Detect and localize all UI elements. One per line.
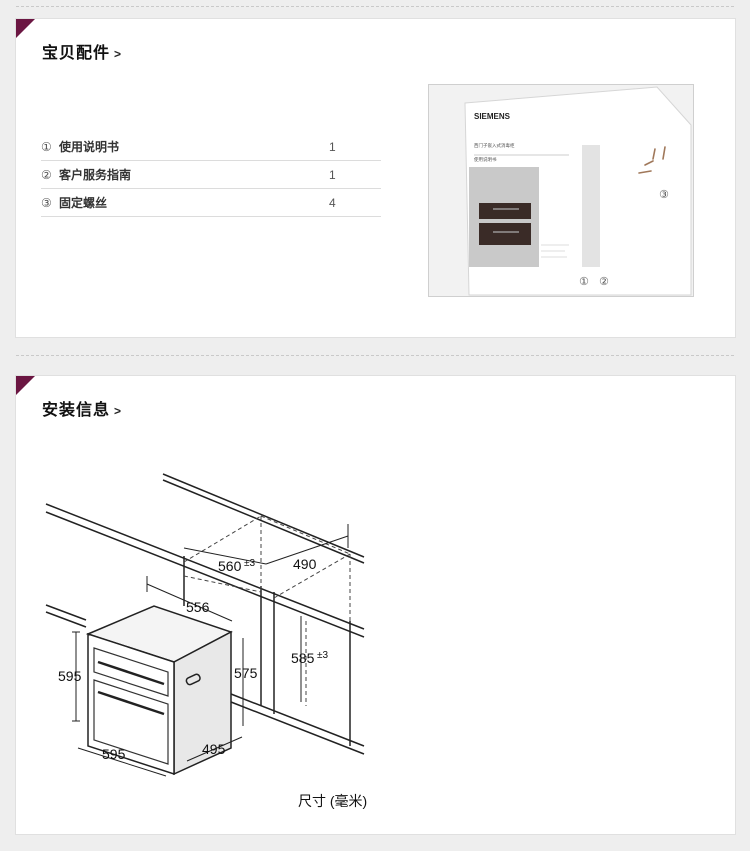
dimension-lines bbox=[72, 524, 349, 777]
diagram-caption: 尺寸 (毫米) bbox=[298, 793, 368, 809]
list-item: ③ 固定螺丝 4 bbox=[41, 189, 381, 217]
manual-line: 西门子嵌入式消毒柜 bbox=[474, 142, 515, 149]
installation-title: 安装信息 bbox=[42, 402, 111, 419]
dim-side-height: 575 bbox=[234, 665, 258, 681]
dim-width-front: 595 bbox=[102, 746, 126, 762]
accessories-photo: SIEMENS 西门子嵌入式消毒柜 使用说明书 ③ ① ② bbox=[428, 84, 694, 297]
item-name: 固定螺丝 bbox=[59, 196, 108, 210]
top-divider bbox=[16, 6, 734, 7]
corner-flag bbox=[16, 19, 35, 38]
dim-cutout-width-tol: ±3 bbox=[244, 558, 255, 569]
dim-cutout-height-tol: ±3 bbox=[317, 650, 328, 661]
installation-heading: 安装信息> bbox=[42, 396, 122, 420]
dim-height-front: 595 bbox=[58, 668, 82, 684]
chevron-right-icon: > bbox=[114, 47, 123, 61]
dim-depth: 495 bbox=[202, 741, 226, 757]
callout-2: ② bbox=[599, 275, 609, 288]
list-item: ① 使用说明书 1 bbox=[41, 133, 381, 161]
chevron-right-icon: > bbox=[114, 404, 123, 418]
dim-cutout-depth: 490 bbox=[293, 556, 317, 572]
item-quantity: 1 bbox=[329, 139, 336, 154]
middle-divider bbox=[16, 355, 734, 356]
corner-flag bbox=[16, 376, 35, 395]
item-number: ① bbox=[41, 139, 52, 154]
screw-icon bbox=[638, 146, 666, 174]
dim-top-width: 556 bbox=[186, 599, 210, 615]
callout-1: ① bbox=[579, 275, 589, 288]
accessories-panel: 宝贝配件> ① 使用说明书 1 ② 客户服务指南 1 ③ 固定螺丝 4 bbox=[15, 18, 736, 338]
oven-drawing bbox=[85, 605, 233, 776]
item-name: 使用说明书 bbox=[59, 140, 120, 154]
brand-label: SIEMENS bbox=[474, 112, 511, 121]
item-quantity: 1 bbox=[329, 167, 336, 182]
cabinet-lines bbox=[45, 473, 365, 755]
item-quantity: 4 bbox=[329, 195, 336, 210]
accessories-title: 宝贝配件 bbox=[42, 45, 111, 62]
dim-cutout-height: 585 bbox=[291, 650, 315, 666]
item-name: 客户服务指南 bbox=[59, 168, 132, 182]
item-number: ② bbox=[41, 167, 52, 182]
manual-line: 使用说明书 bbox=[474, 156, 497, 163]
dim-cutout-width: 560 bbox=[218, 558, 242, 574]
list-item: ② 客户服务指南 1 bbox=[41, 161, 381, 189]
accessories-illustration: SIEMENS 西门子嵌入式消毒柜 使用说明书 ③ ① ② bbox=[464, 86, 692, 296]
callout-3: ③ bbox=[659, 188, 669, 201]
cutout-dashed-lines bbox=[183, 515, 351, 706]
item-number: ③ bbox=[41, 195, 52, 210]
installation-panel: 安装信息> bbox=[15, 375, 736, 835]
accessory-list: ① 使用说明书 1 ② 客户服务指南 1 ③ 固定螺丝 4 bbox=[41, 133, 381, 217]
installation-diagram: 595 595 495 556 575 560 ±3 490 585 ±3 bbox=[45, 473, 365, 777]
accessories-heading: 宝贝配件> bbox=[42, 39, 122, 63]
